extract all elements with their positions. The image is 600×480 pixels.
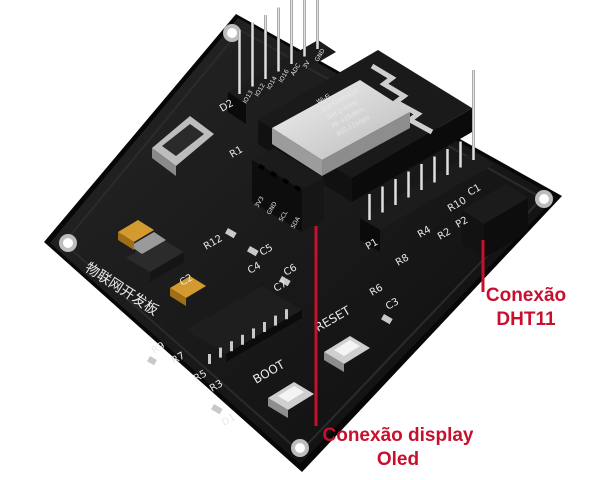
component-designator: P1 — [364, 237, 380, 253]
header-pin — [446, 149, 449, 175]
chip-pin — [208, 354, 211, 364]
callout-dht11-line2: DHT11 — [496, 309, 556, 330]
header-pin — [303, 0, 306, 57]
top-pin-header — [228, 0, 336, 124]
header-pin — [316, 0, 319, 49]
usb-serial-chip — [186, 286, 302, 364]
callout-lines — [314, 226, 485, 426]
callout-dht11-line1: Conexão — [485, 285, 567, 306]
header-pin — [238, 30, 241, 94]
mounting-holes — [59, 24, 553, 457]
chip-pin — [274, 315, 277, 326]
callout-oled: Conexão display Oled — [300, 424, 496, 472]
chip-pin — [285, 309, 288, 320]
top-pin-label: 3V — [302, 59, 312, 70]
component-designator: D1 — [220, 412, 238, 429]
component-designator: P2 — [454, 215, 470, 231]
chip-pin — [252, 328, 255, 339]
header-pin — [407, 171, 410, 198]
callout-oled-line2: Oled — [376, 449, 420, 470]
header-pin — [433, 156, 436, 183]
header-pin — [368, 194, 371, 220]
header-pin — [290, 0, 293, 64]
tantalum-capacitors — [118, 220, 206, 306]
micro-usb-connector — [152, 116, 214, 176]
header-pin — [420, 164, 423, 190]
right-pin-header — [360, 70, 494, 252]
callout-dht11: Conexão DHT11 — [474, 284, 578, 332]
boot-button — [268, 382, 314, 418]
header-pin — [277, 7, 280, 72]
chip-pin — [241, 334, 244, 345]
chip-pin — [219, 347, 222, 358]
voltage-regulator — [126, 232, 184, 282]
chip-pin — [263, 322, 266, 332]
header-pin — [264, 15, 267, 79]
header-pin — [394, 179, 397, 205]
header-pin — [251, 22, 254, 87]
chip-pin — [230, 341, 233, 352]
header-pin — [381, 186, 384, 213]
oled-female-header — [252, 148, 324, 232]
header-pin — [472, 70, 475, 160]
callout-oled-line1: Conexão display — [322, 425, 474, 446]
smd-components — [147, 228, 393, 415]
dht11-female-header — [462, 184, 528, 258]
reset-button — [324, 336, 370, 372]
header-pin — [459, 141, 462, 168]
